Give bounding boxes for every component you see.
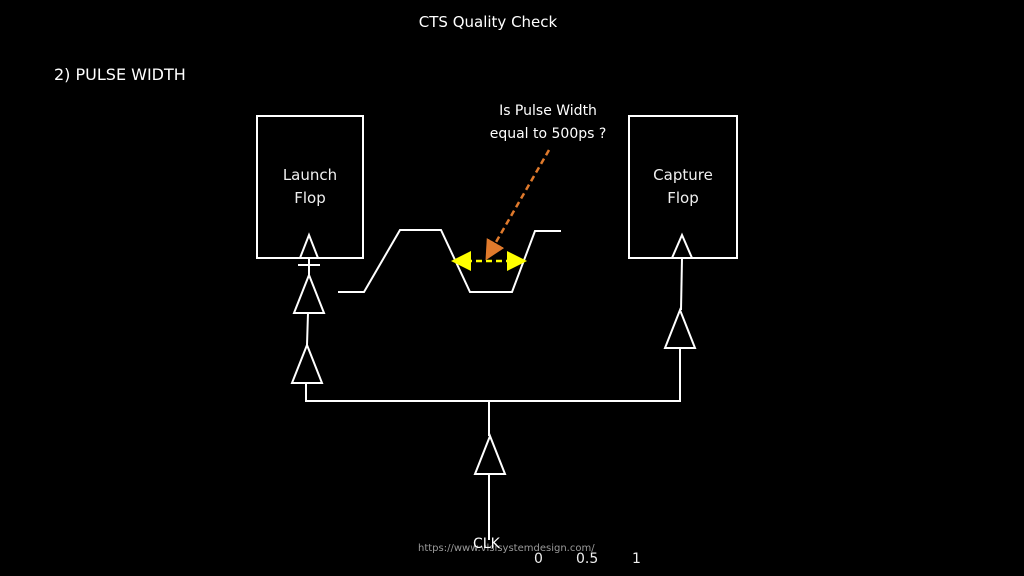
callout-line-1: Is Pulse Width xyxy=(499,103,597,119)
root-buffer-icon xyxy=(473,433,507,475)
capture-flop-label-line-1: Capture xyxy=(653,166,713,184)
capture-flop-label-line-2: Flop xyxy=(667,189,699,207)
launch-flop-label-line-2: Flop xyxy=(294,189,326,207)
launch-flop-label-line-1: Launch xyxy=(282,166,338,184)
callout-line-2: equal to 500ps ? xyxy=(489,126,607,142)
capture-flop-label: Capture Flop xyxy=(629,164,737,210)
time-tick-1: 1 xyxy=(632,551,641,567)
callout-arrow xyxy=(485,149,551,261)
capture-clock-pin-icon xyxy=(670,232,694,259)
capture-buffer-icon xyxy=(663,307,697,349)
launch-clock-pin-icon xyxy=(298,232,320,259)
watermark-url: https://www.vlsisystemdesign.com/ xyxy=(418,543,595,554)
slide-title: CTS Quality Check xyxy=(418,13,558,31)
launch-buffer-2-icon xyxy=(290,342,324,384)
launch-clock-wire-2 xyxy=(306,312,309,346)
time-tick-0-5: 0.5 xyxy=(576,551,599,567)
time-tick-0: 0 xyxy=(534,551,543,567)
clk-source-label: CLK xyxy=(473,536,500,552)
launch-buffer-1-icon xyxy=(292,272,326,314)
pulse-width-question: Is Pulse Width equal to 500ps ? xyxy=(468,100,628,146)
capture-clock-wire xyxy=(680,257,683,311)
launch-flop-label: Launch Flop xyxy=(257,164,363,210)
clock-waveform xyxy=(338,229,561,293)
section-heading: 2) PULSE WIDTH xyxy=(54,65,186,84)
